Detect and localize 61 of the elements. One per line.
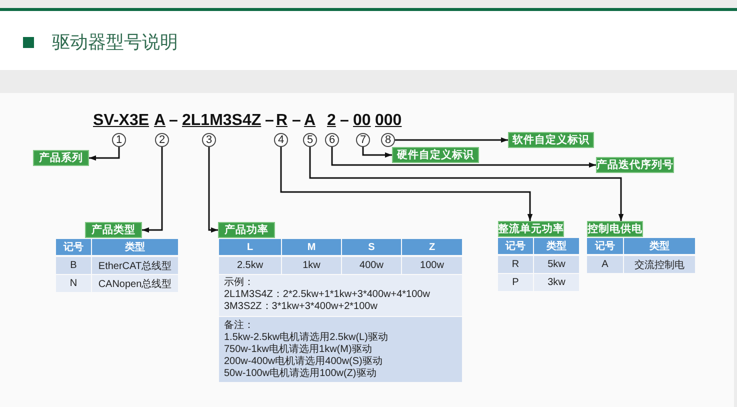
leader-arrow	[208, 147, 218, 233]
table-cell: P	[498, 274, 533, 291]
table-cell: EtherCAT总线型	[92, 257, 178, 274]
table-cell: 2.5kw	[219, 257, 281, 274]
leader-arrow	[89, 147, 120, 161]
table-cell: R	[498, 256, 533, 273]
model-code-text: 2L1M3S4Z	[182, 112, 262, 130]
table-header-cell: 记号	[498, 238, 533, 254]
table-header-cell: L	[219, 239, 281, 255]
table-cell: N	[56, 275, 91, 292]
model-code-text: A	[154, 112, 166, 130]
table-cell: 1kw	[282, 257, 341, 274]
table-cell: 5kw	[534, 256, 579, 273]
leader-arrow	[309, 147, 624, 221]
table-cell: 100w	[402, 257, 462, 274]
example-line: 2L1M3S4Z：2*2.5kw+1*1kw+3*400w+4*100w	[224, 289, 430, 301]
page-title: 驱动器型号说明	[52, 31, 178, 53]
category-tag: 产品迭代序列号	[596, 157, 674, 173]
table-cell: A	[587, 256, 623, 273]
dash-separator: –	[169, 112, 178, 130]
table-header-cell: 类型	[624, 238, 695, 254]
note-line: 750w-1kw电机请选用1kw(M)驱动	[224, 344, 372, 356]
note-line: 50w-100w电机请选用100w(Z)驱动	[224, 368, 376, 380]
model-code-text: 00	[353, 112, 371, 130]
table-header-cell: Z	[402, 239, 462, 255]
model-code-text: A	[304, 112, 316, 130]
panel-heading: 备注：	[224, 320, 254, 332]
table-header-cell: 记号	[587, 238, 623, 254]
category-tag: 控制电供电	[587, 221, 643, 237]
category-tag: 产品系列	[33, 150, 89, 166]
dash-separator: –	[265, 112, 274, 130]
model-code-text: 2	[327, 112, 336, 130]
dash-separator: –	[292, 112, 301, 130]
category-tag: 整流单元功率	[498, 221, 564, 237]
leader-arrow	[331, 147, 596, 168]
note-line: 1.5kw-2.5kw电机请选用2.5kw(L)驱动	[224, 332, 388, 344]
table-header-cell: 类型	[92, 239, 178, 255]
leader-arrow	[395, 137, 508, 143]
category-tag: 软件自定义标识	[508, 132, 594, 148]
category-tag: 硬件自定义标识	[392, 147, 479, 163]
note-line: 200w-400w电机请选用400w(S)驱动	[224, 356, 382, 368]
leader-arrow	[280, 147, 533, 221]
table-cell: 400w	[342, 257, 401, 274]
leader-arrow	[142, 147, 163, 233]
model-code-text: 000	[375, 112, 402, 130]
table-cell: B	[56, 257, 91, 274]
model-code-text: R	[276, 112, 288, 130]
model-code-text: SV-X3E	[93, 112, 150, 130]
table-header-cell: 类型	[534, 238, 579, 254]
table-header-cell: S	[342, 239, 401, 255]
table-cell: 交流控制电	[624, 256, 695, 273]
example-line: 3M3S2Z：3*1kw+3*400w+2*100w	[224, 301, 378, 313]
dash-separator: –	[340, 112, 349, 130]
leader-arrow	[362, 147, 392, 158]
panel-heading: 示例：	[224, 277, 254, 289]
table-header-cell: 记号	[56, 239, 91, 255]
category-tag: 产品功率	[218, 222, 275, 238]
category-tag: 产品类型	[85, 222, 142, 238]
table-cell: CANopen总线型	[92, 275, 178, 292]
table-cell: 3kw	[534, 274, 579, 291]
table-header-cell: M	[282, 239, 341, 255]
